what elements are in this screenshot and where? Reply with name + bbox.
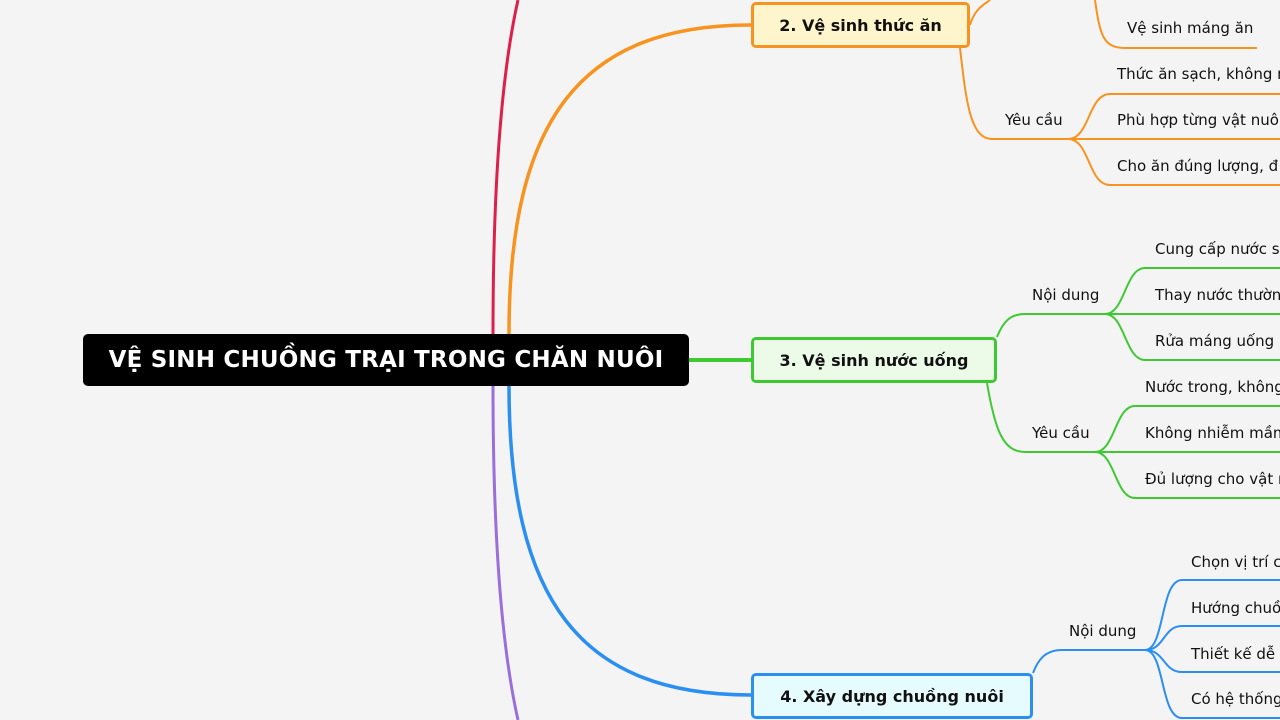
barn-item-2[interactable]: Hướng chuồ [1191,599,1280,617]
central-topic[interactable]: VỆ SINH CHUỒNG TRẠI TRONG CHĂN NUÔI [83,334,689,386]
food-item-3[interactable]: Cho ăn đúng lượng, đ [1117,157,1279,175]
food-group-requirements[interactable]: Yêu cầu [1005,111,1063,129]
water-req-item-2[interactable]: Không nhiễm mầm [1145,424,1280,442]
branch-line-top [491,0,520,335]
water-group-requirements[interactable]: Yêu cầu [1032,424,1090,442]
water-content-item-3[interactable]: Rửa máng uống [1155,332,1275,350]
barn-item-4[interactable]: Có hệ thống [1191,690,1280,708]
barn-group-content[interactable]: Nội dung [1069,622,1137,640]
water-content-item-2[interactable]: Thay nước thườn [1155,286,1280,304]
food-item-1[interactable]: Thức ăn sạch, không n [1117,65,1280,83]
barn-subtree-lines [1032,579,1280,719]
water-req-item-3[interactable]: Đủ lượng cho vật n [1145,470,1280,488]
branch-line-bottom [491,385,520,720]
water-req-item-1[interactable]: Nước trong, không [1145,378,1280,396]
food-leaf-trough[interactable]: Vệ sinh máng ăn [1127,19,1254,37]
water-subtree-lines [986,267,1280,499]
barn-item-3[interactable]: Thiết kế dễ [1191,645,1276,663]
water-group-content[interactable]: Nội dung [1032,286,1100,304]
topic-barn-construction[interactable]: 4. Xây dựng chuồng nuôi [751,673,1033,719]
branch-line-food [507,23,752,335]
barn-item-1[interactable]: Chọn vị trí c [1191,553,1280,571]
topic-food-hygiene[interactable]: 2. Vệ sinh thức ăn [751,2,970,48]
water-content-item-1[interactable]: Cung cấp nước s [1155,240,1280,258]
topic-water-hygiene[interactable]: 3. Vệ sinh nước uống [751,337,997,383]
food-item-2[interactable]: Phù hợp từng vật nuô [1117,111,1279,129]
branch-line-barn [507,385,752,697]
food-subtree-lines [959,0,1280,186]
